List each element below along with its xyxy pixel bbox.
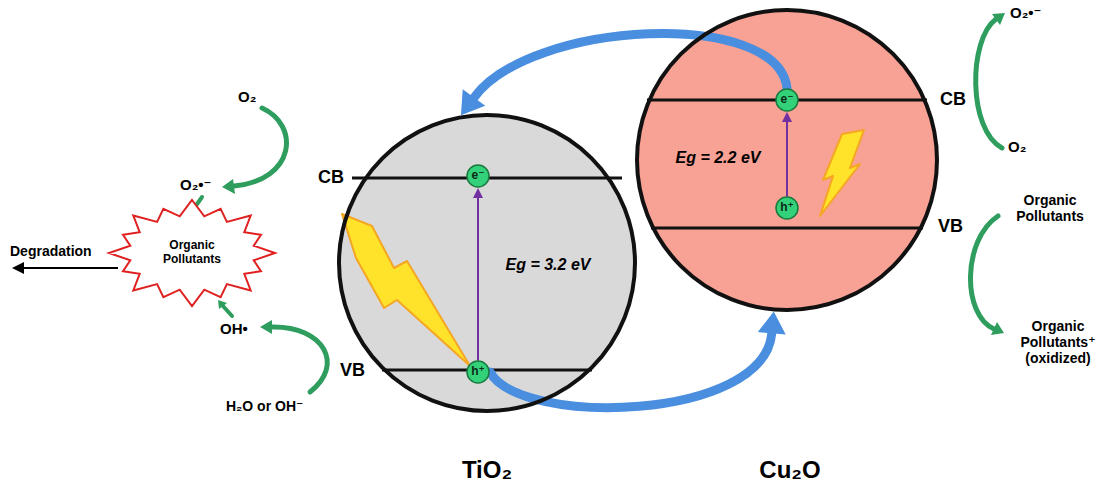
connector-line xyxy=(490,333,772,407)
arrow-head xyxy=(222,179,235,194)
dot-shape xyxy=(467,165,489,187)
light-bolt xyxy=(820,130,864,216)
charge-label: e⁻ xyxy=(471,169,484,183)
text-slot: O₂ xyxy=(1008,138,1026,156)
arrow-head xyxy=(218,300,227,309)
arrow-head xyxy=(461,89,485,115)
charge-label: e⁻ xyxy=(780,93,793,107)
species-label: OH• xyxy=(220,320,248,337)
text-slot: O₂ xyxy=(238,88,256,106)
circle-outline xyxy=(339,115,635,411)
species-label: O₂ xyxy=(1008,138,1026,155)
circle-outline xyxy=(637,10,937,310)
electron-transfer-arrow xyxy=(461,34,787,116)
text-slot: CB xyxy=(940,89,966,110)
band-diagram-circle: Eg = 3.2 eVTiO₂e⁻h⁺ xyxy=(337,113,637,413)
material-name: TiO₂ xyxy=(462,456,512,484)
excitation-arrow xyxy=(782,112,792,196)
text-slot: Degradation xyxy=(10,242,92,260)
text-slot: H₂O or OH⁻ xyxy=(226,397,303,415)
band-gap: Eg = 2.2 eV xyxy=(676,149,761,167)
text-slot: VB xyxy=(340,360,365,381)
dot-shape xyxy=(467,361,489,383)
arrow-head xyxy=(473,188,483,198)
arrow-head xyxy=(12,262,24,274)
connector-line xyxy=(477,198,479,360)
text-slot: CB xyxy=(318,167,344,188)
hole-dot: h⁺ xyxy=(775,196,799,220)
text-slot: O₂•⁻ xyxy=(1010,4,1042,22)
material-name: Cu₂O xyxy=(759,456,820,484)
tio2-fill xyxy=(338,114,636,412)
charge-label: h⁺ xyxy=(780,201,794,215)
connector-line xyxy=(786,122,788,196)
band-diagram-circle: Eg = 2.2 eVCu₂Oe⁻h⁺ xyxy=(635,8,939,312)
band-label: VB xyxy=(340,360,365,381)
arrow-head xyxy=(992,13,1005,25)
text-slot: e⁻ xyxy=(775,88,799,112)
species-label: O₂•⁻ xyxy=(1010,4,1042,21)
text-slot: Organic Pollutants⁺ (oxidized) xyxy=(1008,318,1108,367)
arrow-head xyxy=(758,311,786,334)
text-slot: Organic Pollutants xyxy=(107,198,277,308)
arrow-head xyxy=(260,320,272,334)
species-label: Organic Pollutants xyxy=(1000,192,1100,224)
cu2o-fill xyxy=(636,9,938,311)
degradation-arrow xyxy=(22,267,118,269)
arrow-head xyxy=(782,112,792,122)
process-label: Degradation xyxy=(10,243,92,259)
reaction-arrow xyxy=(223,306,232,316)
valence-band-line xyxy=(651,227,923,230)
arrow-head xyxy=(991,322,1004,335)
text-slot: h⁺ xyxy=(466,360,490,384)
reaction-arrow xyxy=(272,327,327,392)
species-label: H₂O or OH⁻ xyxy=(226,398,303,414)
hole-dot: h⁺ xyxy=(466,360,490,384)
reaction-arrow xyxy=(976,19,1002,148)
text-slot: Eg = 3.2 eV xyxy=(506,256,591,274)
charge-label: h⁺ xyxy=(471,365,485,379)
pollutant-text: Organic Pollutants xyxy=(152,239,232,267)
reaction-arrow xyxy=(234,108,286,186)
text-slot: OH• xyxy=(220,320,248,338)
electron-dot: e⁻ xyxy=(775,88,799,112)
starburst-shape xyxy=(109,200,275,306)
text-slot: O₂•⁻ xyxy=(180,176,212,194)
dot-shape xyxy=(776,197,798,219)
text-slot: Organic Pollutants xyxy=(1000,192,1100,225)
text-slot: TiO₂ xyxy=(462,456,512,484)
reaction-arrow xyxy=(970,216,998,329)
band-gap: Eg = 3.2 eV xyxy=(506,256,591,274)
text-slot: Cu₂O xyxy=(759,456,820,484)
band-label: VB xyxy=(938,216,963,237)
band-label: CB xyxy=(318,167,344,188)
excitation-arrow xyxy=(473,188,483,360)
electron-dot: e⁻ xyxy=(466,164,490,188)
dot-shape xyxy=(776,89,798,111)
species-label: O₂ xyxy=(238,88,256,105)
pollutant-starburst: Organic Pollutants xyxy=(107,198,277,308)
connector-line xyxy=(474,34,787,98)
species-label: O₂•⁻ xyxy=(180,176,212,193)
hole-transfer-arrow xyxy=(490,311,786,407)
text-slot: VB xyxy=(938,216,963,237)
species-label: Organic Pollutants⁺ (oxidized) xyxy=(1008,318,1108,366)
text-slot: e⁻ xyxy=(466,164,490,188)
text-slot: Eg = 2.2 eV xyxy=(676,149,761,167)
band-label: CB xyxy=(940,89,966,110)
text-slot: h⁺ xyxy=(775,196,799,220)
